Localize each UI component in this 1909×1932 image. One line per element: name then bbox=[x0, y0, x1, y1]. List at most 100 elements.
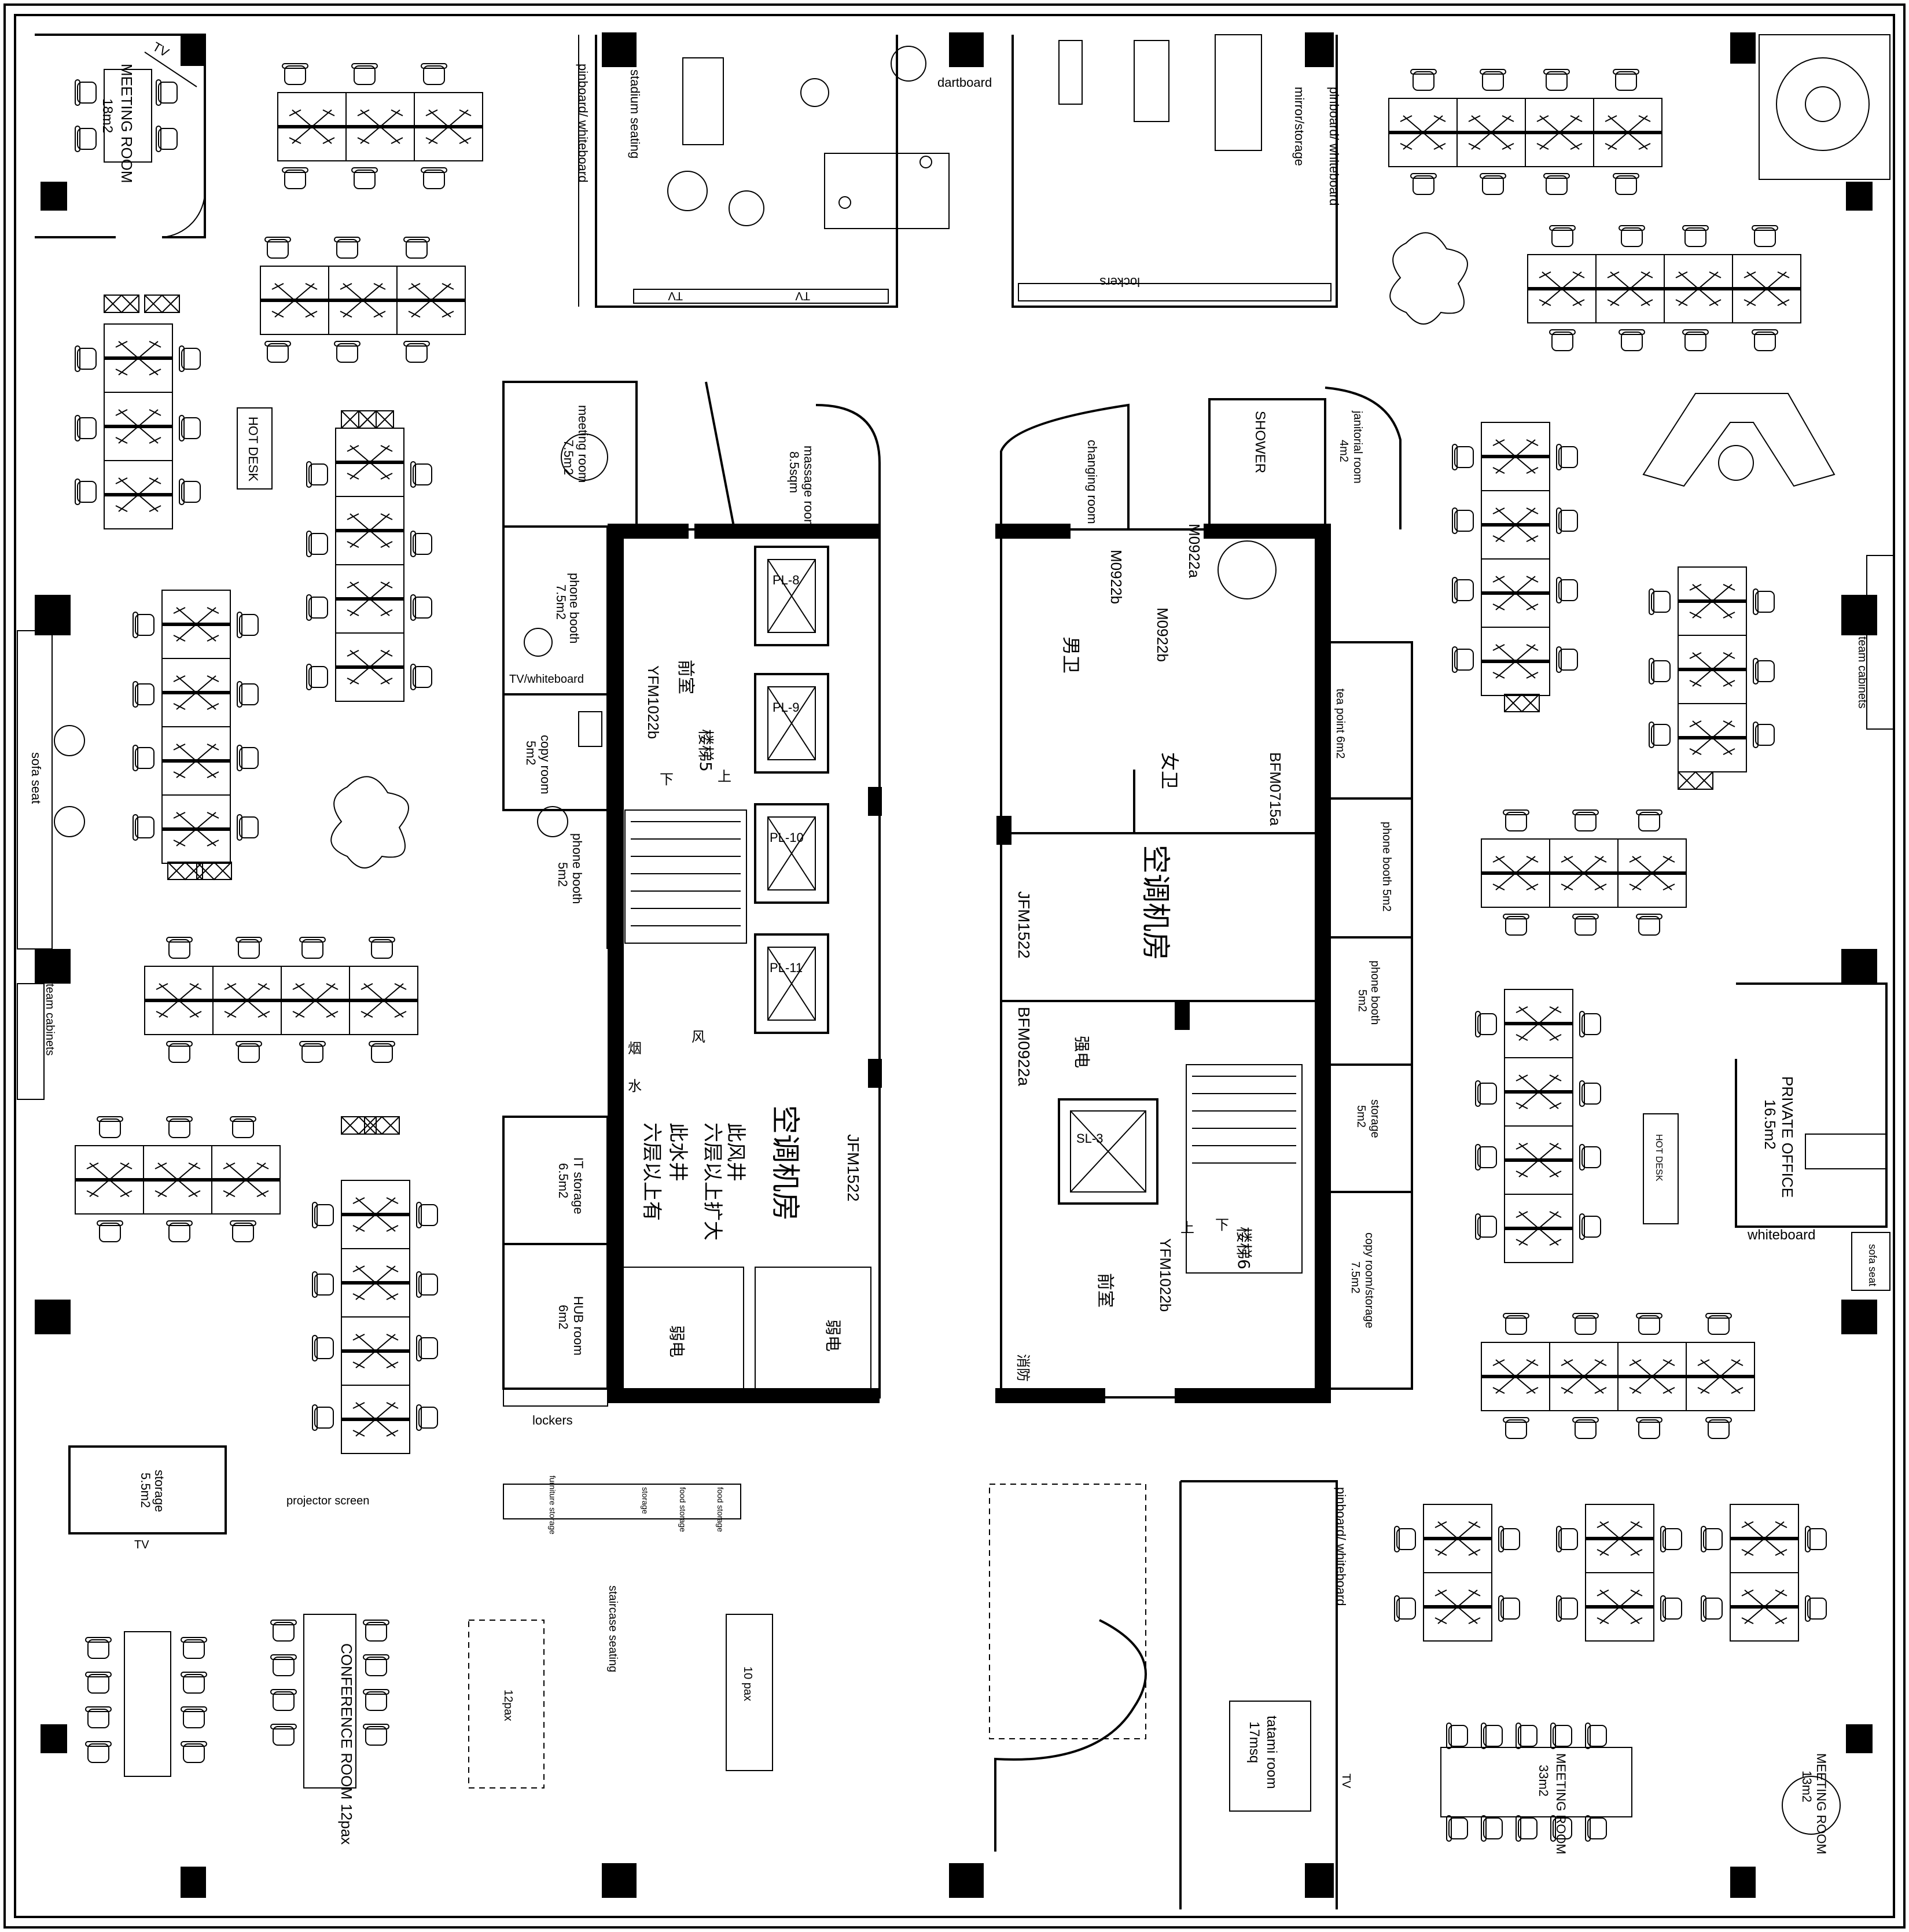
copy-storage-e-area: 7.5m2 bbox=[1349, 1261, 1362, 1294]
svg-text:PL-9: PL-9 bbox=[773, 700, 799, 715]
lockers-gym-label: lockers bbox=[1099, 275, 1140, 289]
stair6-label: 楼梯6 bbox=[1234, 1227, 1253, 1269]
svg-text:YFM1022b: YFM1022b bbox=[1157, 1238, 1174, 1312]
svg-text:6m2: 6m2 bbox=[556, 1305, 571, 1330]
shower-label: SHOWER bbox=[1252, 411, 1268, 473]
weak-elec-1: 弱电 bbox=[667, 1325, 686, 1357]
furniture-storage-label: furniture storage bbox=[548, 1475, 557, 1534]
copy-storage-e-label: copy room/storage bbox=[1363, 1232, 1375, 1329]
svg-text:33m2: 33m2 bbox=[1536, 1765, 1551, 1797]
core-east: SL-3 M0922b M0922b M0922a 男卫 女卫 BFM0715a… bbox=[995, 524, 1331, 1403]
private-office-area: 16.5m2 bbox=[1761, 1099, 1779, 1150]
svg-text:mirror/storage: mirror/storage bbox=[1292, 87, 1307, 166]
svg-text:massage room: massage room bbox=[801, 446, 816, 530]
svg-text:16.5m2: 16.5m2 bbox=[1761, 1099, 1779, 1150]
svg-text:lockers: lockers bbox=[1099, 275, 1140, 289]
door-bfm0715a: BFM0715a bbox=[1267, 752, 1284, 826]
svg-text:TV: TV bbox=[150, 39, 172, 60]
team-cabinets-e bbox=[1866, 555, 1894, 730]
svg-text:JFM1522: JFM1522 bbox=[1015, 891, 1033, 959]
copy-room-area: 5m2 bbox=[524, 741, 538, 766]
svg-text:水: 水 bbox=[628, 1078, 642, 1094]
janitorial-room-label: janitorial room bbox=[1351, 410, 1364, 484]
food-storage-label: food storage bbox=[678, 1487, 687, 1532]
svg-text:5m2: 5m2 bbox=[556, 862, 570, 887]
tea-point-label: tea point 6m2 bbox=[1334, 689, 1347, 759]
svg-text:5m2: 5m2 bbox=[524, 741, 538, 766]
meeting-room-se-area: 33m2 bbox=[1536, 1765, 1551, 1797]
tv-game-2: TV bbox=[795, 289, 810, 302]
svg-text:SHOWER: SHOWER bbox=[1252, 411, 1268, 473]
tv-game-1: TV bbox=[668, 289, 683, 302]
svg-text:上: 上 bbox=[718, 768, 731, 785]
stair5-down: 下 bbox=[660, 771, 674, 787]
svg-text:TV/whiteboard: TV/whiteboard bbox=[509, 673, 584, 686]
south-east-rooms: tatami room 17msq pinboard/ whiteboard T… bbox=[989, 1480, 1841, 1909]
svg-text:18m2: 18m2 bbox=[100, 98, 115, 133]
pinboard-n-label: pinboard/ whiteboard bbox=[576, 64, 590, 182]
svg-text:13m2: 13m2 bbox=[1800, 1771, 1814, 1802]
hot-desk-w bbox=[237, 407, 273, 490]
workstations-nw bbox=[75, 93, 483, 1453]
svg-text:4m2: 4m2 bbox=[1337, 440, 1350, 462]
note-water-1: 此水井 bbox=[666, 1123, 689, 1182]
svg-text:pinboard/ whiteboard: pinboard/ whiteboard bbox=[1327, 87, 1341, 205]
janitorial-area: 4m2 bbox=[1337, 440, 1350, 462]
meeting-room-small-label: meeting room bbox=[576, 405, 590, 483]
pax-10-label: 10 pax bbox=[741, 1666, 754, 1701]
svg-text:7.5m2: 7.5m2 bbox=[1349, 1261, 1362, 1294]
outer-wall bbox=[3, 3, 1906, 1929]
lift-pl9: PL-9 bbox=[773, 700, 799, 715]
svg-text:CONFERENCE ROOM 12pax: CONFERENCE ROOM 12pax bbox=[338, 1643, 355, 1845]
svg-text:楼梯5: 楼梯5 bbox=[696, 729, 715, 772]
gym: lockers mirror/storage pinboard/ whitebo… bbox=[1011, 34, 1341, 308]
svg-text:5m2: 5m2 bbox=[1355, 1105, 1367, 1128]
storage-e-label: storage bbox=[1369, 1099, 1381, 1138]
tatami-room-label: tatami room bbox=[1264, 1716, 1279, 1789]
svg-text:storage: storage bbox=[1369, 1099, 1381, 1138]
svg-text:MEETING ROOM: MEETING ROOM bbox=[1554, 1753, 1568, 1854]
svg-text:前室: 前室 bbox=[1095, 1273, 1115, 1308]
south-west-rooms: storage 5.5m2 TV projector screen CONFER… bbox=[68, 1445, 773, 1845]
svg-text:7.5m2: 7.5m2 bbox=[561, 440, 576, 475]
tv-whiteboard-label: TV/whiteboard bbox=[509, 673, 584, 686]
game-room: stadium seating dartboard TV TV pinboard… bbox=[576, 35, 992, 308]
svg-text:楼梯6: 楼梯6 bbox=[1234, 1227, 1253, 1269]
door-yfm-e: YFM1022b bbox=[1157, 1238, 1174, 1312]
ac-room-w: 空调机房 bbox=[768, 1105, 802, 1221]
whiteboard-e-label: whiteboard bbox=[1747, 1227, 1815, 1243]
svg-text:MEETING ROOM: MEETING ROOM bbox=[118, 64, 135, 183]
svg-text:YFM1022b: YFM1022b bbox=[645, 665, 662, 739]
svg-text:copy room: copy room bbox=[538, 735, 553, 794]
storage-small-label: storage bbox=[641, 1487, 650, 1514]
door-m0922a: M0922a bbox=[1186, 524, 1203, 578]
svg-text:空调机房: 空调机房 bbox=[1139, 845, 1172, 961]
svg-text:烟: 烟 bbox=[628, 1040, 642, 1057]
meeting-room-se-label: MEETING ROOM bbox=[1554, 1753, 1568, 1854]
copy-room-label: copy room bbox=[538, 735, 553, 794]
svg-text:IT storage: IT storage bbox=[571, 1157, 586, 1215]
svg-text:M0922a: M0922a bbox=[1186, 524, 1203, 578]
svg-text:TV: TV bbox=[134, 1539, 149, 1551]
svg-text:meeting room: meeting room bbox=[576, 405, 590, 483]
svg-text:PL-8: PL-8 bbox=[773, 573, 799, 587]
svg-text:8.5sqm: 8.5sqm bbox=[787, 451, 801, 493]
private-office-label: PRIVATE OFFICE bbox=[1779, 1076, 1796, 1198]
svg-text:food storage: food storage bbox=[678, 1487, 687, 1532]
svg-text:copy room/storage: copy room/storage bbox=[1363, 1232, 1375, 1329]
door-m0922b-2: M0922b bbox=[1154, 608, 1171, 662]
svg-text:MEETING ROOM: MEETING ROOM bbox=[1814, 1753, 1829, 1854]
structural-columns bbox=[35, 32, 1877, 1898]
svg-text:tea point 6m2: tea point 6m2 bbox=[1334, 689, 1347, 759]
storage-e-area: 5m2 bbox=[1355, 1105, 1367, 1128]
door-bfm0922a: BFM0922a bbox=[1015, 1007, 1033, 1086]
door-m0922b-1: M0922b bbox=[1108, 550, 1125, 604]
svg-text:TV: TV bbox=[668, 289, 683, 302]
svg-text:17msq: 17msq bbox=[1246, 1721, 1262, 1763]
svg-text:前室: 前室 bbox=[675, 660, 696, 694]
svg-text:强电: 强电 bbox=[1072, 1036, 1091, 1068]
svg-text:janitorial room: janitorial room bbox=[1351, 410, 1364, 484]
core-west: PL-8 PL-9 PL-10 PL-11 前室 YFM1022b 楼梯5 上 … bbox=[608, 524, 882, 1403]
pax-12-label: 12pax bbox=[502, 1690, 514, 1721]
chairs-ne bbox=[1394, 69, 1827, 1622]
